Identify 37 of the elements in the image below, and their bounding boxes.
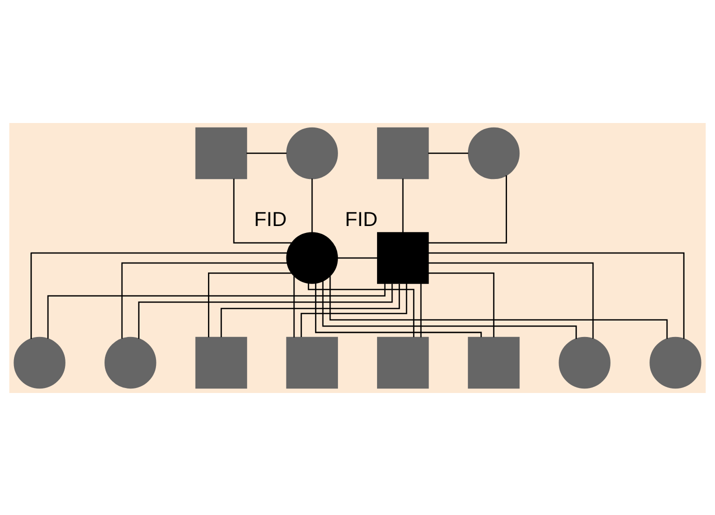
connector <box>428 272 494 337</box>
node-circle <box>14 336 66 388</box>
connector <box>233 178 292 243</box>
connector <box>315 282 482 337</box>
connector <box>337 256 378 258</box>
node-box <box>468 336 520 388</box>
connector <box>428 174 507 243</box>
node-circle <box>286 126 338 179</box>
node-circle <box>558 336 610 388</box>
node-circle <box>650 336 702 388</box>
node-box <box>377 336 429 388</box>
connector <box>138 283 393 338</box>
connector <box>311 178 313 232</box>
connector <box>402 178 404 232</box>
connector <box>220 283 400 337</box>
connector <box>121 262 288 338</box>
node-label: FID <box>254 208 287 231</box>
connector <box>428 152 468 154</box>
connector <box>47 282 386 338</box>
connector <box>208 272 292 337</box>
node-box <box>195 126 248 179</box>
connector <box>420 282 422 337</box>
connector <box>30 252 288 338</box>
connector <box>428 262 594 338</box>
node-box <box>195 336 248 388</box>
connector <box>246 152 287 154</box>
connector <box>428 252 684 338</box>
node-circle <box>104 336 156 388</box>
node-label: FID <box>345 208 378 231</box>
connector <box>329 275 668 338</box>
node-box <box>377 232 429 284</box>
node-box <box>377 126 429 179</box>
node-circle <box>468 126 520 179</box>
node-box <box>286 336 338 388</box>
node-circle <box>286 232 338 284</box>
connector <box>293 275 295 337</box>
connector <box>322 280 577 338</box>
